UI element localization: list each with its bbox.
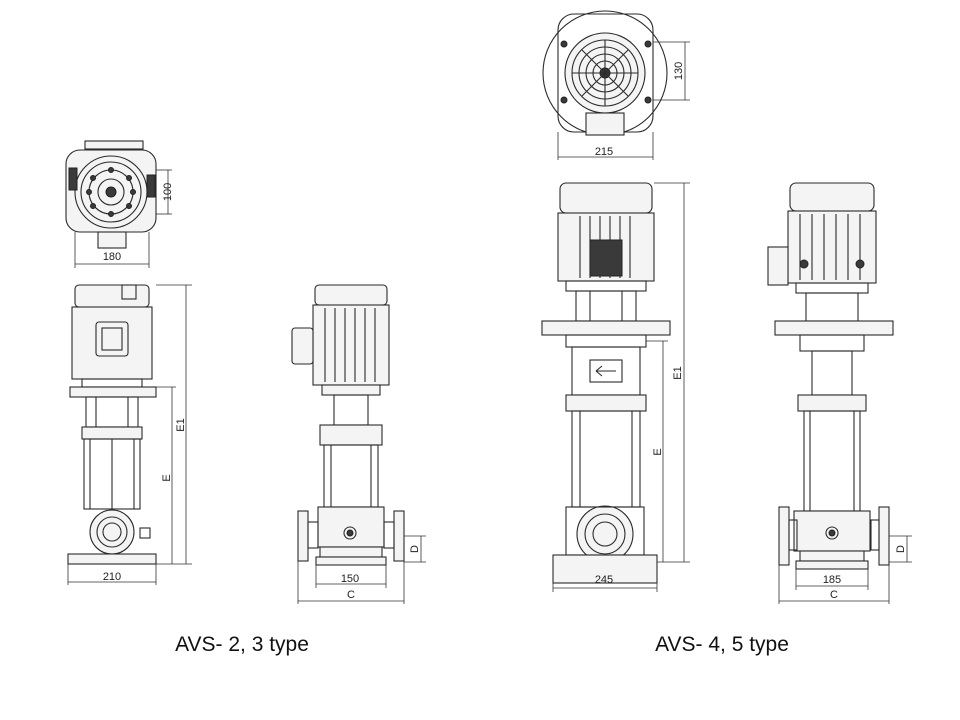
large-e1-label: E1 xyxy=(672,366,684,379)
large-pump-caption: AVS- 4, 5 type xyxy=(655,633,789,656)
large-front-view: E1 E 245 xyxy=(541,182,690,592)
large-top-width-dim: 215 xyxy=(595,146,613,158)
small-d-label: D xyxy=(409,545,421,553)
small-base-width-dim: 210 xyxy=(103,571,121,583)
small-c-label: C xyxy=(347,589,355,601)
small-top-view: 100 180 xyxy=(65,140,174,268)
large-e-label: E xyxy=(652,448,664,455)
small-top-height-dim: 100 xyxy=(162,183,174,201)
small-e-label: E xyxy=(161,474,173,481)
large-c-label: C xyxy=(830,589,838,601)
small-top-width-dim: 180 xyxy=(103,251,121,263)
small-side-view: D 150 C xyxy=(291,284,426,604)
large-top-height-dim: 130 xyxy=(673,62,685,80)
large-side-view: D 185 C xyxy=(767,182,912,604)
small-pump-caption: AVS- 2, 3 type xyxy=(175,633,309,656)
large-d-label: D xyxy=(895,545,907,553)
small-side-base-dim: 150 xyxy=(341,573,359,585)
large-top-view: 130 215 xyxy=(542,10,690,160)
small-e1-label: E1 xyxy=(175,418,187,431)
small-front-view: E1 E 210 xyxy=(67,284,192,585)
large-base-width-dim: 245 xyxy=(595,574,613,586)
large-side-base-dim: 185 xyxy=(823,574,841,586)
